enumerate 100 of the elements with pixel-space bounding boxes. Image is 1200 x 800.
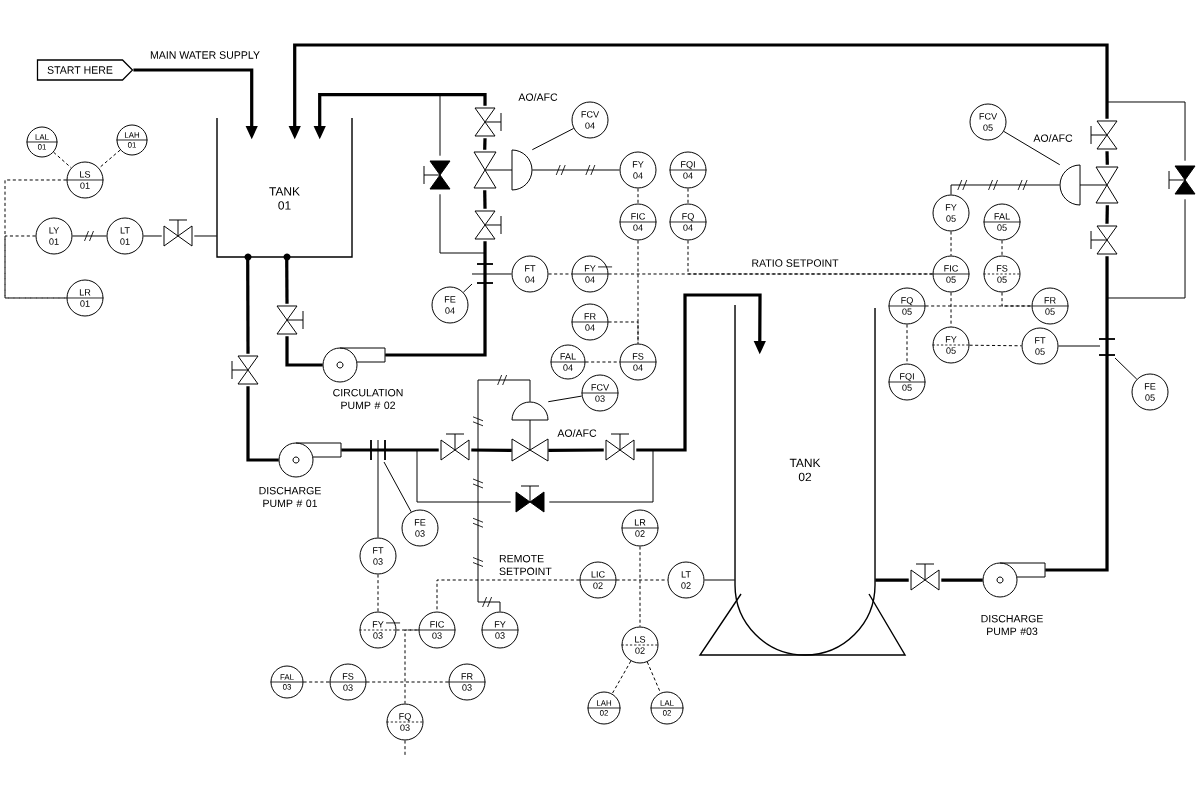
hand-valve: [163, 219, 193, 247]
connector-line: [193, 235, 218, 237]
signal-line: [687, 240, 933, 275]
signal-line: [969, 344, 1022, 347]
signal-line: [950, 179, 1061, 195]
instrument-bubble: FQI 04: [669, 151, 707, 189]
instrument-bubble: FT 04: [511, 255, 549, 293]
pump-label: DISCHARGE PUMP #03: [981, 614, 1043, 636]
pipe: [1105, 151, 1109, 165]
signal-line: [1001, 292, 1032, 307]
signal-line: [98, 149, 121, 169]
signal-line: [646, 661, 661, 694]
connector-line: [531, 128, 575, 151]
edge-label: REMOTE SETPOINT: [497, 553, 559, 577]
signal-line: [366, 681, 449, 683]
signal-line: [377, 574, 379, 612]
connector-line: [548, 449, 654, 503]
hand-valve: [231, 355, 259, 385]
pipe: [1105, 205, 1109, 224]
signal-line: [585, 361, 620, 363]
instrument-bubble: FCV 04: [571, 101, 609, 139]
pump-label: DISCHARGE PUMP # 01: [259, 486, 321, 508]
instrument-bubble: LT 01: [106, 217, 144, 255]
pipe: [483, 138, 487, 150]
signal-line: [950, 231, 952, 256]
instrument-bubble: FQ 04: [669, 203, 707, 241]
pipe: [246, 257, 250, 354]
signal-line: [906, 324, 908, 364]
instrument-bubble: LS 01: [66, 161, 104, 199]
hand-valve: [605, 433, 635, 461]
instrument-bubble: LT 02: [667, 561, 705, 599]
instrument-bubble: FT 03: [359, 537, 397, 575]
instrument-bubble: FE 05: [1131, 373, 1169, 411]
connector-line: [439, 94, 441, 157]
hand-valve: [515, 485, 545, 513]
instrument-bubble: FY 05: [932, 194, 970, 232]
signal-line: [608, 273, 933, 275]
instrument-bubble: LR 02: [621, 509, 659, 547]
connector-line: [1003, 130, 1061, 166]
signal-line: [611, 660, 632, 695]
instrument-bubble: FCV 03: [581, 374, 619, 412]
connector-line: [1114, 357, 1138, 380]
instrument-bubble: FAL 04: [550, 344, 586, 380]
connector-line: [1106, 198, 1186, 299]
pipe: [636, 293, 766, 452]
connector-line: [143, 235, 163, 237]
connector-line: [384, 193, 486, 356]
instrument-bubble: FIC 04: [619, 203, 657, 241]
instrument-bubble: FY 04: [571, 255, 613, 293]
instrument-bubble: FQ 05: [888, 287, 926, 325]
signal-line: [637, 188, 639, 204]
instrument-bubble: LS 02: [621, 626, 659, 664]
pipe: [548, 448, 604, 452]
hand-valve: [1090, 225, 1118, 255]
signal-line: [608, 321, 639, 344]
connector-line: [471, 273, 512, 275]
hand-valve: [474, 210, 502, 240]
hand-valve: [910, 563, 940, 591]
signal-line: [72, 230, 107, 242]
instrument-bubble: FCV 05: [969, 103, 1007, 141]
instrument-bubble: FIC 03: [418, 611, 456, 649]
control-valve: [1059, 164, 1119, 206]
instrument-bubble: LR 01: [66, 279, 104, 317]
start-flag: START HERE: [36, 59, 134, 81]
instrument-bubble: FY 05: [932, 326, 970, 364]
signal-line: [53, 151, 72, 169]
hand-valve: [423, 160, 451, 190]
instrument-bubble: FR 04: [571, 303, 609, 341]
connector-line: [1106, 101, 1186, 162]
signal-line: [303, 681, 330, 683]
valve-label: AO/AFC: [1033, 134, 1073, 142]
control-valve: [473, 149, 533, 191]
edge-label: MAIN WATER SUPPLY: [148, 49, 262, 61]
signal-line: [531, 164, 620, 176]
instrument-bubble: FR 03: [448, 663, 486, 701]
instrument-bubble: FS 05: [983, 255, 1021, 293]
connector-line: [383, 461, 412, 513]
instrument-bubble: FQ 03: [386, 703, 424, 741]
connector-line: [377, 439, 379, 538]
instrument-bubble: FS 04: [619, 343, 657, 381]
pump-label: CIRCULATION PUMP # 02: [333, 388, 403, 410]
instrument-bubble: LY 01: [35, 217, 73, 255]
connector-line: [416, 449, 512, 503]
node-label: TANK 01: [269, 187, 300, 210]
pipe: [471, 448, 512, 452]
instrument-bubble: LIC 02: [579, 561, 617, 599]
hand-valve: [440, 433, 470, 461]
pipe: [483, 190, 487, 209]
tank: TANK 01: [216, 117, 353, 261]
signal-line: [548, 273, 572, 275]
pipe: [341, 448, 439, 452]
signal-line: [4, 235, 67, 299]
pipe: [285, 257, 289, 304]
signal-line: [436, 579, 580, 612]
signal-line: [1001, 240, 1003, 256]
signal-line: [4, 179, 67, 299]
pipe: [941, 578, 983, 582]
hand-valve: [1168, 165, 1196, 195]
pipe: [1045, 256, 1109, 572]
instrument-bubble: FR 05: [1031, 287, 1069, 325]
